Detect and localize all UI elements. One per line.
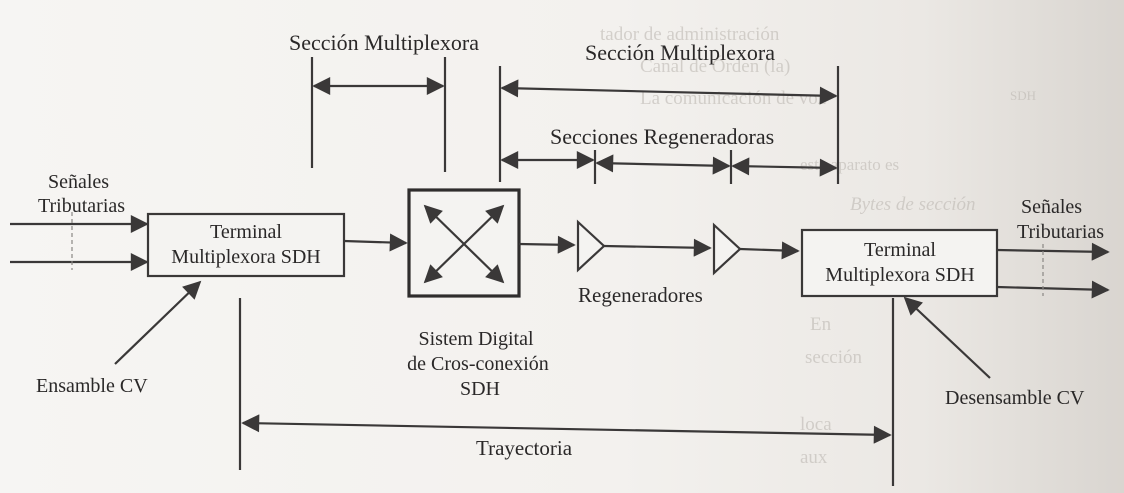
arrow-regen1-to-regen2 — [603, 238, 712, 257]
regen-span-3 — [731, 157, 838, 177]
terminal-left-line2: Multiplexora SDH — [171, 246, 320, 268]
arrow-terminal-to-crossconnect — [343, 233, 408, 252]
senales-tributarias-right-line1: Señales — [1021, 196, 1082, 218]
bleed-line-2: Canal de Órden (la) — [640, 55, 790, 77]
desensamble-cv-label: Desensamble CV — [945, 387, 1085, 409]
ensamble-pointer-arrow — [114, 280, 202, 365]
senales-tributarias-left-line2: Tributarias — [38, 195, 125, 217]
bleed-line-6: Bytes de sección — [850, 194, 976, 215]
tributary-out-arrow-2 — [996, 280, 1110, 299]
arrow-crossconnect-to-regen — [518, 235, 576, 254]
tributary-out-arrow-1 — [996, 242, 1110, 261]
bleed-line-4: este aparato es — [800, 155, 899, 174]
seccion-multiplexora-right-span — [500, 79, 838, 105]
ensamble-cv-label: Ensamble CV — [36, 375, 148, 397]
secciones-regeneradoras-label: Secciones Regeneradoras — [550, 124, 774, 149]
cross-connect-label-line1: Sistem Digital — [419, 328, 534, 350]
regenerator-2-icon — [712, 222, 742, 276]
bleed-line-1: tador de administración — [600, 24, 780, 45]
bleed-line-9: loca — [800, 414, 832, 435]
bleed-line-7: En — [810, 314, 832, 335]
cross-connect-label-line3: SDH — [460, 378, 500, 400]
seccion-multiplexora-right-label: Sección Multiplexora — [585, 40, 775, 65]
terminal-multiplexora-right-box — [800, 228, 999, 298]
senales-tributarias-left-line1: Señales — [48, 171, 109, 193]
terminal-multiplexora-left-box — [146, 212, 346, 278]
terminal-right-line1: Terminal — [864, 239, 936, 261]
bleed-line-5: SDH — [1010, 88, 1036, 103]
regenerator-1-icon — [576, 219, 606, 273]
trayectoria-span — [241, 414, 892, 444]
regeneradores-label: Regeneradores — [578, 283, 703, 307]
cross-connect-label-line2: de Cros-conexión — [407, 353, 549, 375]
terminal-left-line1: Terminal — [210, 221, 282, 243]
trayectoria-label: Trayectoria — [476, 436, 573, 460]
desensamble-pointer-arrow — [903, 296, 991, 379]
bleed-line-10: aux — [800, 447, 828, 468]
senales-tributarias-right-line2: Tributarias — [1017, 221, 1104, 243]
bleed-line-8: sección — [805, 347, 862, 368]
cross-connect-x-icon — [423, 204, 505, 284]
arrow-regen2-to-terminal — [739, 241, 800, 260]
terminal-right-line2: Multiplexora SDH — [825, 264, 974, 286]
seccion-multiplexora-left-label: Sección Multiplexora — [289, 30, 479, 55]
regen-span-2 — [595, 154, 731, 175]
